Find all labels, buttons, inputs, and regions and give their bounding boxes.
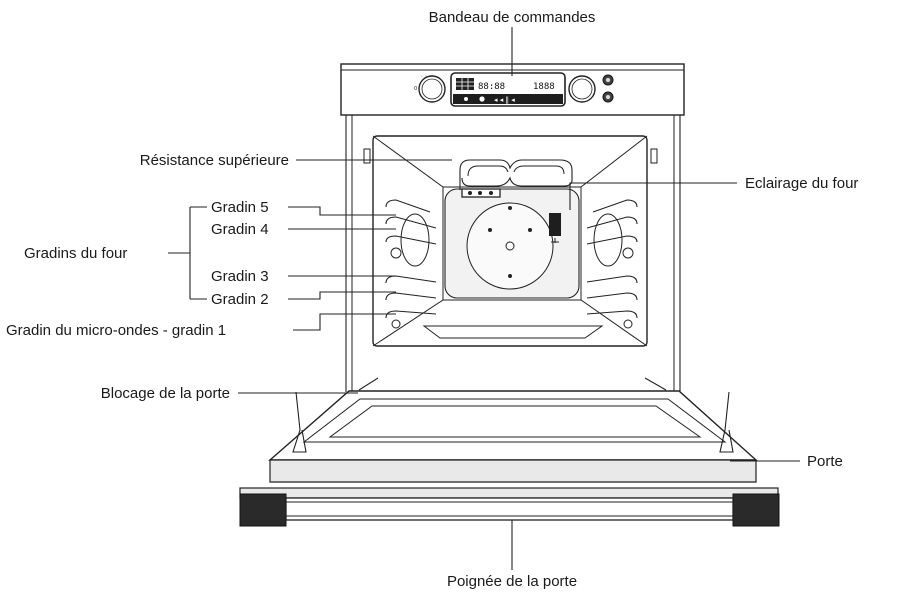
display-time: 88:88 [478,82,505,92]
door-lock-left-icon [292,391,307,453]
label-door-handle: Poignée de la porte [447,573,577,590]
label-shelf-3: Gradin 3 [211,268,269,285]
leader-lines [168,27,800,570]
label-top-heater: Résistance supérieure [140,152,289,169]
callout-labels: Bandeau de commandes Résistance supérieu… [6,9,858,590]
door-lock-right-icon [719,391,734,453]
door-handle-icon [239,487,780,527]
svg-text:◦ ◦ ◦: ◦ ◦ ◦ [420,74,432,80]
label-door: Porte [807,453,843,470]
oven-cavity [345,115,681,392]
shelf-rails [385,199,638,329]
label-shelf-1: Gradin du micro-ondes - gradin 1 [6,322,226,339]
label-oven-light: Eclairage du four [745,175,858,192]
label-door-lock: Blocage de la porte [101,385,230,402]
label-control-panel: Bandeau de commandes [429,9,596,26]
label-shelf-4: Gradin 4 [211,221,269,238]
label-shelf-2: Gradin 2 [211,291,269,308]
label-oven-shelves: Gradins du four [24,245,127,262]
display-power: 1888 [533,82,555,92]
svg-text:◂ ◂ ‖ ◂: ◂ ◂ ‖ ◂ [494,96,515,104]
selector-knob [418,75,446,103]
svg-text:0: 0 [414,86,417,92]
oven-light-icon [549,213,561,236]
oven-door [239,377,780,527]
timer-knob [568,75,596,103]
top-heater-icon [459,159,573,198]
label-shelf-5: Gradin 5 [211,199,269,216]
